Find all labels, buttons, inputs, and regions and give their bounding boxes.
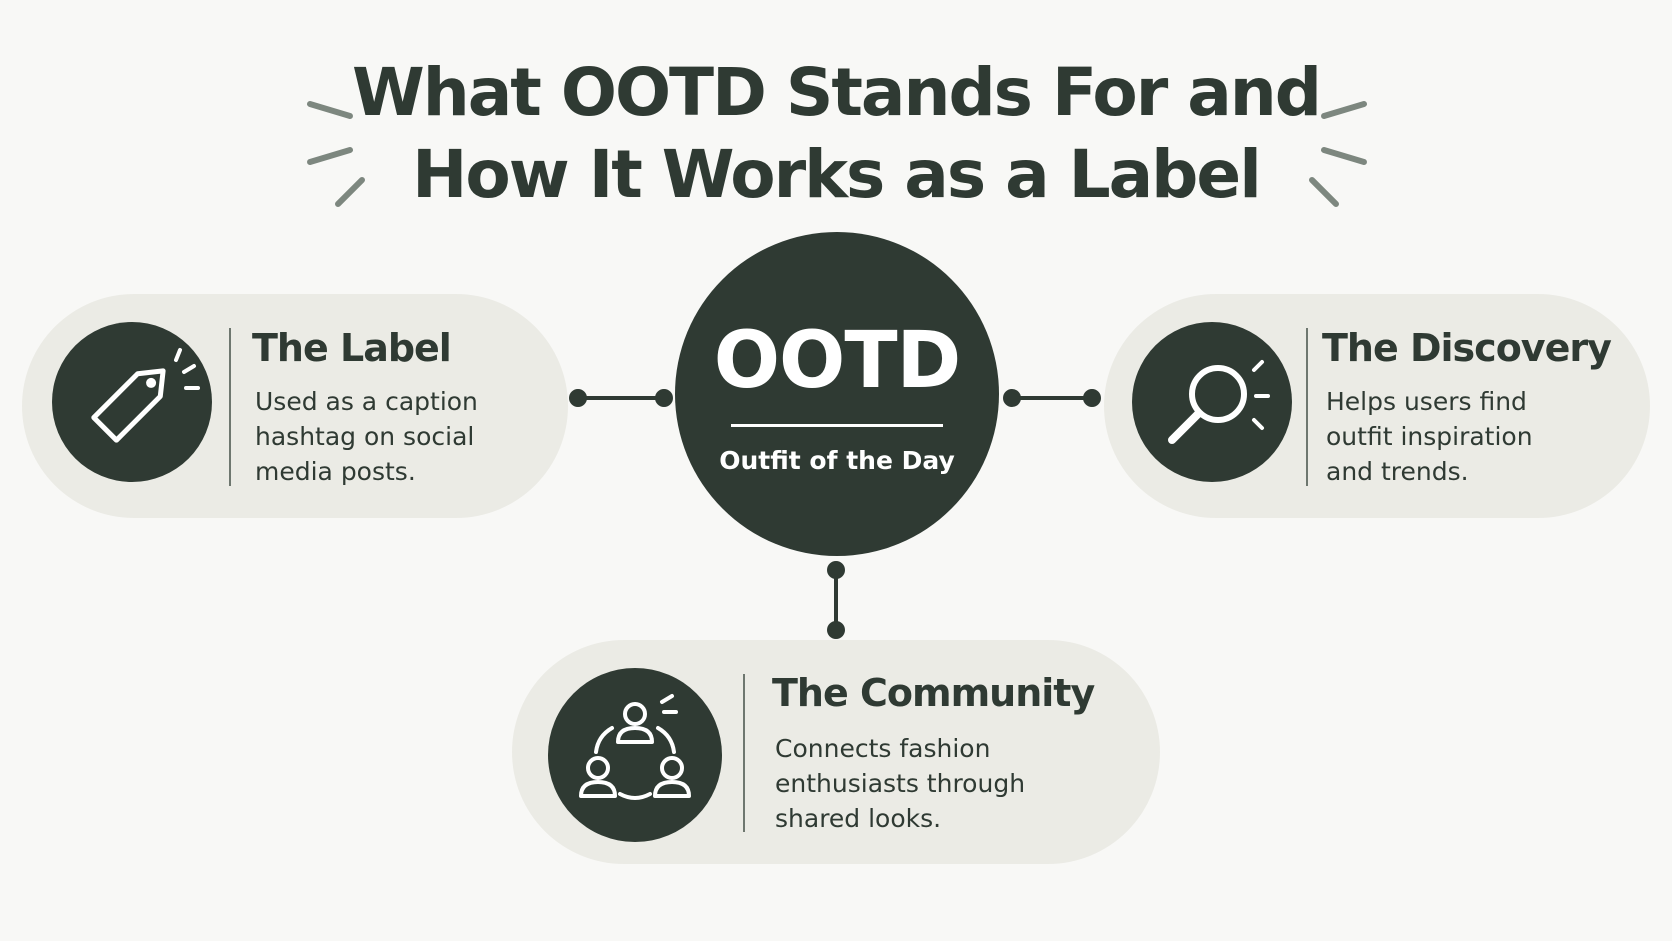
community-icon bbox=[579, 694, 691, 800]
card-label-heading: The Label bbox=[252, 326, 452, 370]
burst-line bbox=[1321, 101, 1367, 119]
card-community-heading: The Community bbox=[772, 671, 1095, 715]
bottom-connector bbox=[827, 561, 845, 639]
card-community-line: Connects fashion bbox=[775, 734, 991, 763]
connector-dot bbox=[655, 389, 673, 407]
title-line-1: What OOTD Stands For and bbox=[351, 54, 1322, 131]
right-connector bbox=[1003, 389, 1101, 407]
hub-abbreviation: OOTD bbox=[713, 316, 962, 406]
card-discovery-heading: The Discovery bbox=[1322, 326, 1612, 370]
burst-line bbox=[307, 101, 353, 119]
card-label-line: hashtag on social bbox=[255, 422, 475, 451]
card-discovery-line: outfit inspiration bbox=[1326, 422, 1533, 451]
title-line-2: How It Works as a Label bbox=[412, 136, 1262, 213]
card-community-divider bbox=[743, 674, 745, 832]
connector-dot bbox=[569, 389, 587, 407]
tag-icon bbox=[91, 348, 200, 443]
hub-expansion: Outfit of the Day bbox=[719, 446, 955, 475]
center-hub: OOTD Outfit of the Day bbox=[675, 232, 999, 556]
card-discovery-line: Helps users find bbox=[1326, 387, 1527, 416]
connector-dot bbox=[1003, 389, 1021, 407]
burst-line bbox=[1321, 147, 1367, 165]
burst-line bbox=[307, 147, 353, 165]
card-community-icon-badge bbox=[548, 668, 722, 842]
card-community-description: Connects fashion enthusiasts through sha… bbox=[775, 731, 1025, 836]
connector-dot bbox=[1083, 389, 1101, 407]
burst-line bbox=[1309, 177, 1339, 207]
card-community-line: enthusiasts through bbox=[775, 769, 1026, 798]
card-label-divider bbox=[229, 328, 231, 486]
card-community-line: shared looks. bbox=[775, 804, 942, 833]
left-burst-icon bbox=[307, 101, 365, 207]
diagram-title: What OOTD Stands For and How It Works as… bbox=[0, 52, 1672, 216]
card-label-description: Used as a caption hashtag on social medi… bbox=[255, 384, 478, 489]
card-discovery-icon-badge bbox=[1132, 322, 1292, 482]
card-discovery-description: Helps users find outfit inspiration and … bbox=[1326, 384, 1533, 489]
right-burst-icon bbox=[1309, 101, 1367, 207]
card-discovery-line: and trends. bbox=[1326, 457, 1469, 486]
connector-dot bbox=[827, 561, 845, 579]
search-icon bbox=[1168, 360, 1270, 444]
connector-dot bbox=[827, 621, 845, 639]
card-label-line: media posts. bbox=[255, 457, 416, 486]
hub-divider bbox=[731, 424, 943, 427]
burst-line bbox=[335, 177, 365, 207]
card-label-line: Used as a caption bbox=[255, 387, 478, 416]
card-discovery-divider bbox=[1306, 328, 1308, 486]
left-connector bbox=[569, 389, 673, 407]
card-label-icon-badge bbox=[52, 322, 212, 482]
